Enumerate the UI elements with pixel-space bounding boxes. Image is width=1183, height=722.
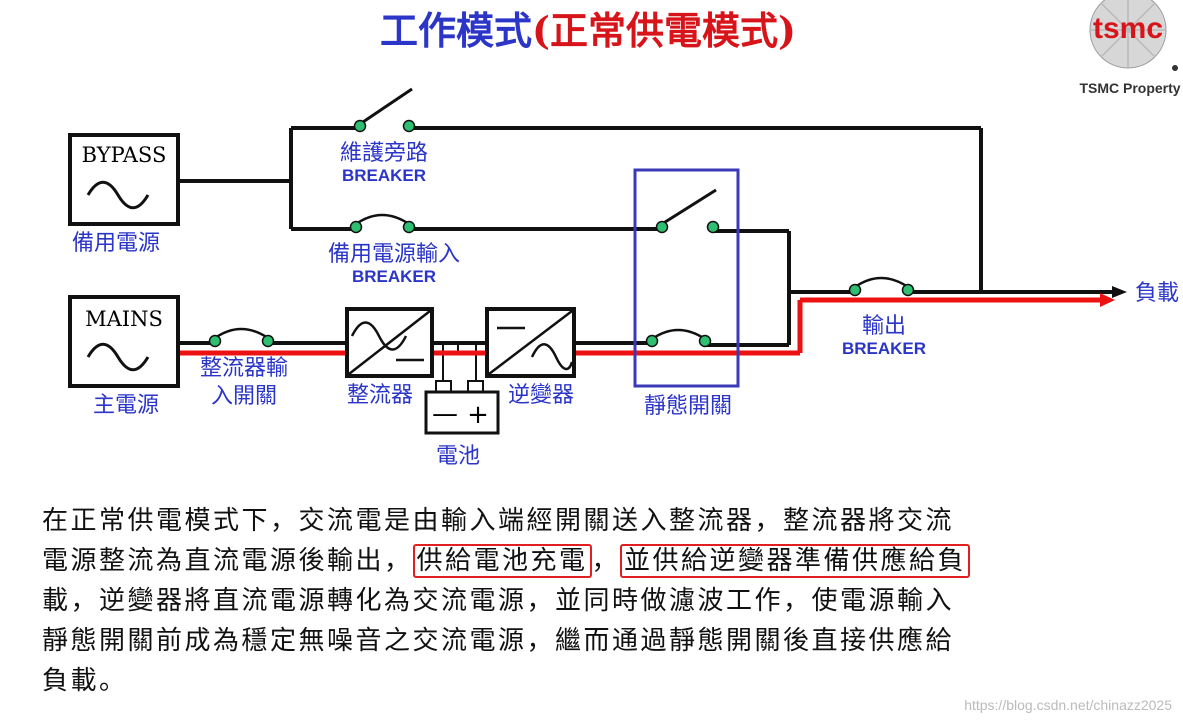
- wiring: [178, 126, 1112, 392]
- title-mode: (正常供電模式): [532, 8, 796, 53]
- battery-block: — +: [424, 380, 500, 435]
- mains-box-label: MAINS: [85, 307, 163, 331]
- watermark: https://blog.csdn.net/chinazz2025: [964, 697, 1172, 713]
- bypass-sine-icon: [86, 180, 150, 210]
- page-title: 工作模式(正常供電模式): [380, 8, 796, 53]
- description-line-4: 靜態開關前成為穩定無噪音之交流電源，繼而通過靜態開關後直接供應給: [42, 626, 955, 656]
- description-line-2a: 電源整流為直流電源後輸出，: [42, 546, 413, 576]
- tsmc-logo: tsmc: [1089, 0, 1178, 71]
- load-label: 負載: [1135, 281, 1179, 306]
- output-breaker: [848, 276, 915, 297]
- rectifier-input-switch-label-2: 入開關: [211, 384, 277, 409]
- rectifier-block: [345, 307, 434, 378]
- battery-label: 電池: [436, 444, 480, 469]
- rectifier-input-switch: [208, 327, 275, 348]
- rectifier-ac-icon: [350, 321, 408, 351]
- description-line-3: 載，逆變器將直流電源轉化為交流電源，並同時做濾波工作，使電源輸入: [42, 586, 955, 616]
- mains-source-box: MAINS: [68, 295, 180, 388]
- description-line-2: 電源整流為直流電源後輸出，供給電池充電，並供給逆變器準備供應給負: [42, 541, 1132, 581]
- static-switch-label: 靜態開關: [644, 394, 732, 419]
- bypass-source-box: BYPASS: [68, 133, 180, 226]
- maintenance-bypass-breaker: [353, 87, 416, 133]
- title-main: 工作模式: [380, 8, 532, 53]
- output-breaker-sub: BREAKER: [842, 339, 926, 358]
- mains-source-caption: 主電源: [93, 393, 159, 418]
- rectifier-input-switch-label-1: 整流器輸: [200, 356, 288, 381]
- description-text: 在正常供電模式下，交流電是由輸入端經開關送入整流器，整流器將交流 電源整流為直流…: [42, 501, 1132, 701]
- inverter-ac-icon: [530, 343, 574, 371]
- battery-minus-icon: —: [432, 399, 458, 429]
- bypass-input-breaker-label: 備用電源輸入: [328, 242, 460, 267]
- load-arrow-black: [1112, 286, 1127, 298]
- mains-sine-icon: [86, 342, 150, 372]
- maintenance-breaker-sub: BREAKER: [342, 166, 426, 185]
- rectifier-label: 整流器: [347, 383, 413, 408]
- bypass-input-breaker-sub: BREAKER: [352, 267, 436, 286]
- bypass-source-caption: 備用電源: [72, 231, 160, 256]
- logo-text: tsmc: [1093, 12, 1163, 45]
- load-arrow-red: [1100, 293, 1115, 307]
- tsmc-property-label: TSMC Property: [1079, 80, 1180, 96]
- description-line-2c: ，: [591, 546, 621, 576]
- highlight-battery-charge: 供給電池充電: [412, 544, 592, 578]
- inverter-block: [485, 307, 576, 378]
- static-switch: [633, 168, 740, 388]
- normal-power-path: [178, 297, 1100, 356]
- description-line-5: 負載。: [42, 666, 128, 696]
- output-breaker-label: 輸出: [862, 314, 906, 339]
- highlight-inverter-supply: 並供給逆變器準備供應給負: [620, 544, 971, 578]
- maintenance-breaker-label: 維護旁路: [340, 141, 428, 166]
- bypass-input-breaker: [349, 213, 416, 234]
- description-line-1: 在正常供電模式下，交流電是由輸入端經開關送入整流器，整流器將交流: [42, 506, 955, 536]
- bypass-box-label: BYPASS: [82, 143, 167, 167]
- battery-plus-icon: +: [467, 400, 489, 430]
- inverter-label: 逆變器: [508, 383, 574, 408]
